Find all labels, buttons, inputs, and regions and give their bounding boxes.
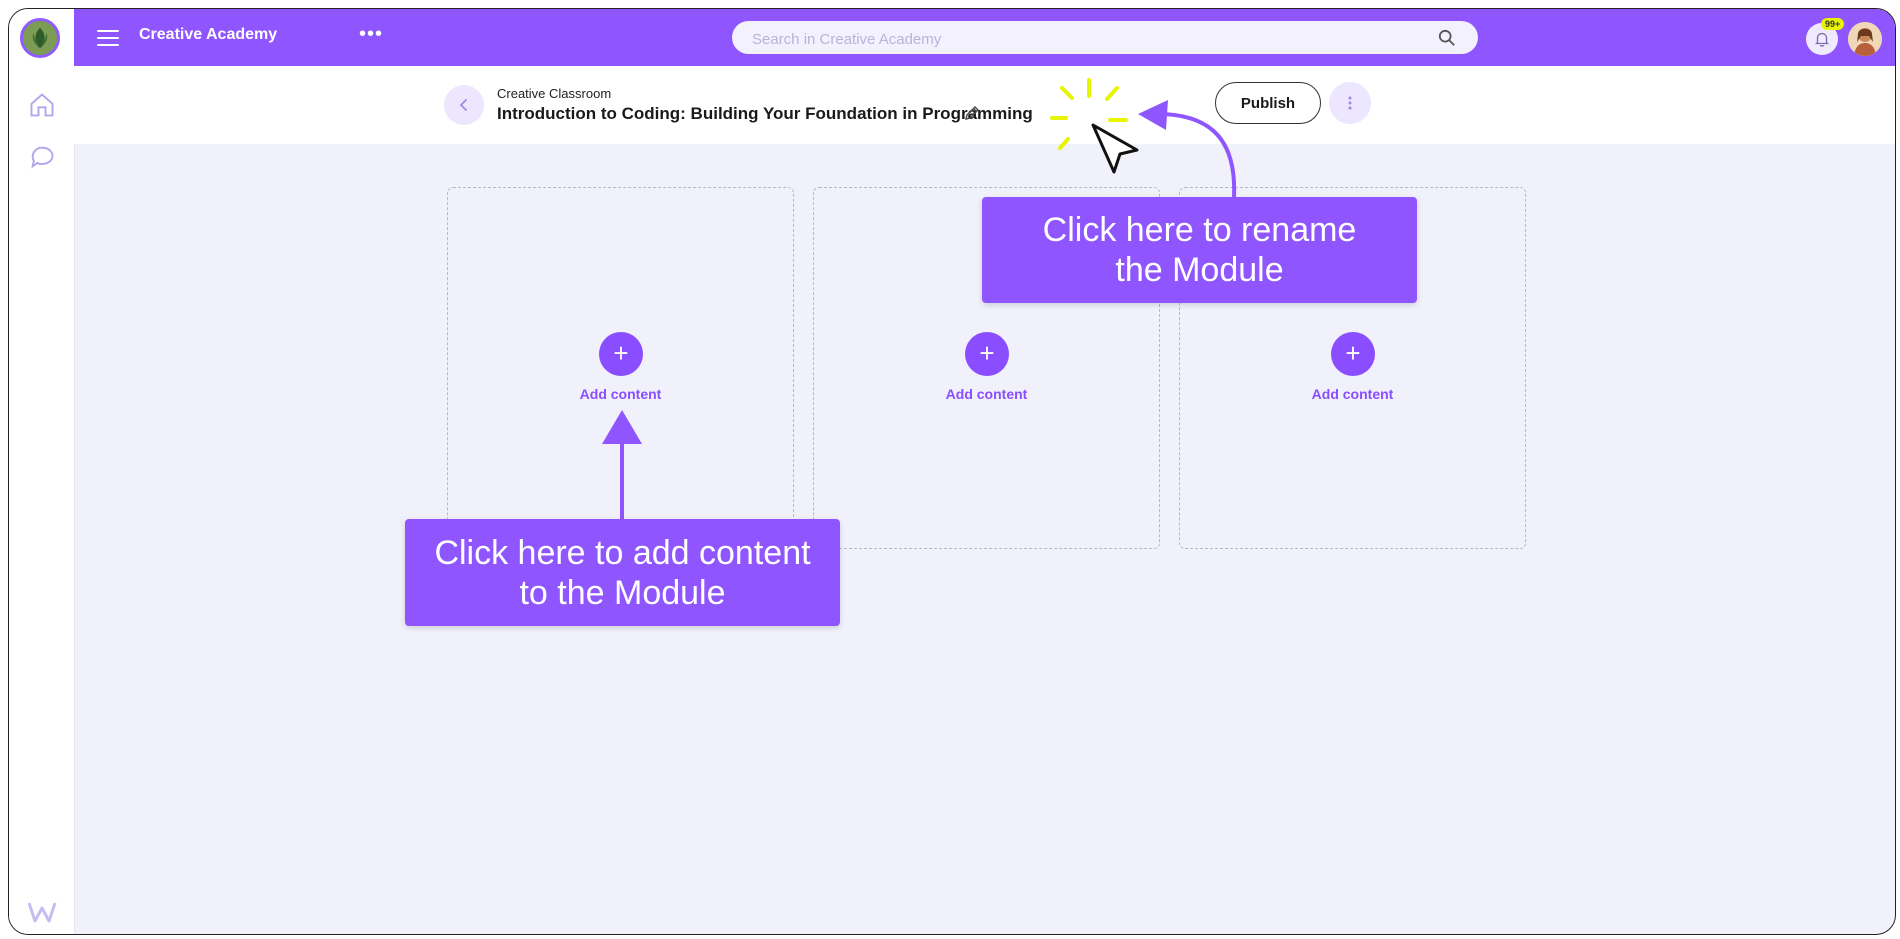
course-title: Introduction to Coding: Building Your Fo…: [497, 104, 1033, 123]
add-content-callout-text: Click here to add content to the Module: [434, 533, 811, 612]
add-content-button[interactable]: +: [599, 332, 643, 376]
add-content-button[interactable]: +: [965, 332, 1009, 376]
publish-button[interactable]: Publish: [1215, 82, 1321, 124]
add-content-callout: Click here to add content to the Module: [405, 519, 840, 626]
workspace-logo[interactable]: [20, 18, 60, 58]
edit-title-icon[interactable]: [963, 104, 981, 122]
chevron-left-icon: [459, 99, 467, 111]
home-icon[interactable]: [28, 91, 56, 119]
kebab-icon: [1348, 96, 1352, 110]
course-header: Creative Classroom Introduction to Codin…: [74, 66, 1895, 144]
search-icon[interactable]: [1438, 29, 1456, 47]
bell-icon: [1814, 32, 1830, 47]
left-rail: [9, 9, 75, 934]
more-actions-button[interactable]: [1329, 82, 1371, 124]
add-content-label[interactable]: Add content: [945, 386, 1028, 402]
app-title[interactable]: Creative Academy: [139, 26, 278, 43]
rename-callout: Click here to rename the Module: [982, 197, 1417, 303]
more-options-icon[interactable]: •••: [359, 23, 384, 45]
module-column-2: + Add content: [813, 187, 1160, 549]
notification-badge: 99+: [1821, 18, 1845, 30]
menu-icon[interactable]: [96, 28, 120, 48]
add-content-button[interactable]: +: [1331, 332, 1375, 376]
search-bar: [732, 21, 1478, 54]
app-window: Creative Academy ••• 99+: [8, 8, 1896, 935]
rename-callout-text: Click here to rename the Module: [1042, 211, 1357, 289]
brand-w-icon: [27, 902, 57, 923]
back-button[interactable]: [444, 85, 484, 125]
user-avatar[interactable]: [1848, 22, 1882, 56]
add-content-label[interactable]: Add content: [579, 386, 662, 402]
module-column-3: + Add content: [1179, 187, 1526, 549]
module-column-1: + Add content: [447, 187, 794, 549]
chat-icon[interactable]: [28, 143, 56, 171]
top-bar: Creative Academy ••• 99+: [74, 9, 1895, 66]
search-input[interactable]: [750, 27, 1414, 51]
add-content-label[interactable]: Add content: [1311, 386, 1394, 402]
breadcrumb[interactable]: Creative Classroom: [497, 86, 612, 101]
